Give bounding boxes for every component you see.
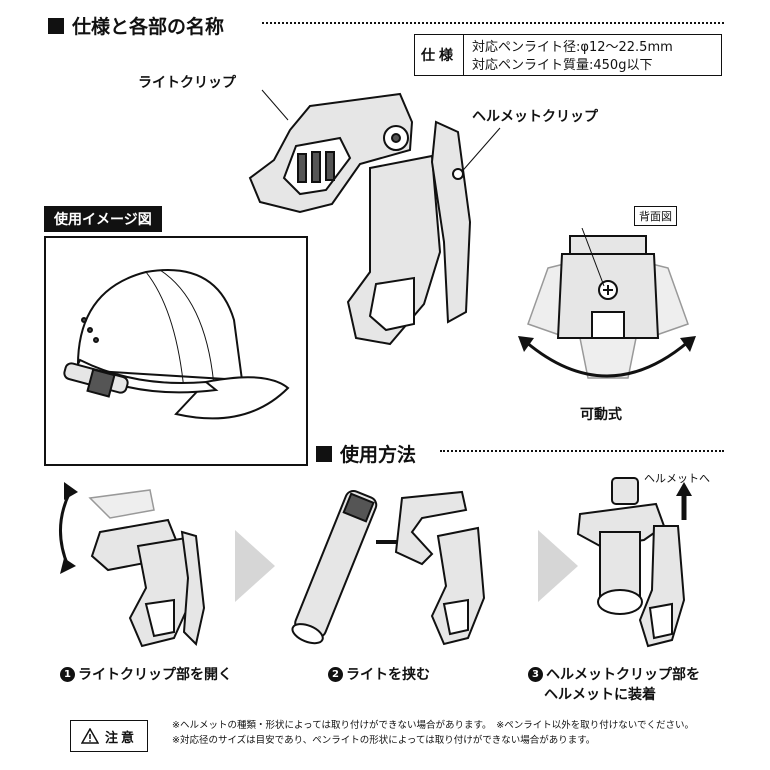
clip-body — [346, 154, 442, 346]
caution-note-1: ※ヘルメットの種類・形状によっては取り付けができない場合があります。 ※ペンライ… — [172, 720, 694, 731]
curved-double-arrow-icon — [518, 336, 696, 378]
step1-caption: 1 ライトクリップ部を開く — [60, 664, 232, 684]
caution-note-2: ※対応径のサイズは目安であり、ペンライトの形状によっては取り付けができない場合が… — [172, 735, 596, 746]
section-divider — [440, 450, 724, 452]
section-divider — [262, 22, 724, 24]
back-view-label: 背面図 — [634, 206, 677, 226]
movable-label: 可動式 — [580, 407, 622, 423]
helmet-illustration — [63, 269, 290, 420]
step2-illustration — [291, 489, 486, 646]
back-view-illustration — [527, 228, 689, 379]
step1-text: ライトクリップ部を開く — [78, 667, 232, 683]
spec-weight: 対応ペンライト質量:450g以下 — [472, 58, 653, 73]
chevron-right-icon — [538, 530, 578, 602]
square-bullet-icon — [48, 17, 64, 34]
curved-double-arrow-icon — [58, 491, 72, 567]
helmet-clip-leader — [457, 127, 501, 177]
helmet-shell — [76, 269, 244, 382]
step-number: 3 — [528, 666, 543, 682]
step-number: 1 — [60, 666, 75, 682]
step2-caption: 2 ライトを挟む — [328, 664, 430, 684]
step2-text: ライトを挟む — [346, 667, 430, 683]
to-helmet-label: ヘルメットへ — [644, 472, 710, 485]
chevron-right-icon — [235, 530, 275, 602]
spec-section-title: 仕様と各部の名称 — [72, 16, 225, 38]
step3-caption-line2: ヘルメットに装着 — [544, 687, 656, 703]
step3-illustration — [576, 477, 692, 648]
spec-section-header: 仕様と各部の名称 — [48, 12, 224, 39]
howto-section-header: 使用方法 — [316, 440, 416, 467]
step-number: 2 — [328, 666, 343, 682]
howto-section-title: 使用方法 — [340, 444, 417, 466]
square-bullet-icon — [316, 445, 332, 462]
caution-box: 注意 — [70, 720, 149, 752]
caution-label: 注意 — [105, 730, 138, 746]
step3-caption: 3 ヘルメットクリップ部を — [528, 664, 700, 684]
spec-table: 仕様 対応ペンライト径:φ12〜22.5mm 対応ペンライト質量:450g以下 — [414, 34, 722, 76]
product-illustration — [248, 89, 501, 346]
helmet-clip-label: ヘルメットクリップ — [472, 109, 598, 125]
caution-notes: ※ヘルメットの種類・形状によっては取り付けができない場合があります。 ※ペンライ… — [172, 718, 694, 748]
light-clip-label: ライトクリップ — [138, 75, 236, 91]
penlight — [597, 589, 643, 615]
step3-text: ヘルメットクリップ部を — [546, 667, 700, 683]
spec-diameter: 対応ペンライト径:φ12〜22.5mm — [472, 40, 673, 55]
spec-values: 対応ペンライト径:φ12〜22.5mm 対応ペンライト質量:450g以下 — [464, 35, 681, 75]
spec-label: 仕様 — [415, 35, 464, 75]
step1-illustration — [58, 482, 206, 648]
warning-triangle-icon — [81, 728, 99, 744]
light-clip-leader — [261, 89, 289, 121]
usage-image-title: 使用イメージ図 — [44, 206, 162, 232]
